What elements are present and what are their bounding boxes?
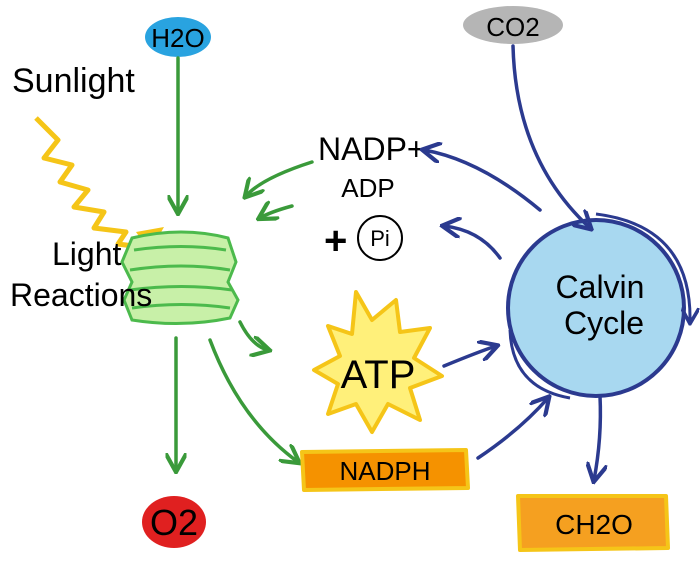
co2-node: CO2	[463, 6, 563, 44]
calvin-label-line1: Calvin	[556, 269, 645, 305]
arrow-calvin-to-ch2o	[594, 394, 600, 480]
arrow-co2-to-calvin	[511, 44, 590, 228]
arrow-light-to-atp	[238, 320, 268, 350]
calvin-label-line2: Cycle	[564, 305, 644, 341]
arrow-atp-to-calvin	[442, 346, 496, 368]
thylakoid-stack-icon	[120, 230, 240, 326]
ch2o-node: CH2O	[516, 494, 670, 552]
pi-label: Pi	[370, 226, 390, 251]
arrow-nadph-to-calvin	[476, 398, 548, 460]
o2-node: O2	[142, 496, 206, 548]
co2-label: CO2	[486, 12, 539, 42]
o2-label: O2	[150, 502, 198, 543]
arrow-calvin-to-adp	[444, 226, 502, 260]
plus-sign: +	[324, 219, 347, 263]
h2o-node: H2O	[145, 17, 211, 57]
nadp-plus-label: NADP+	[318, 131, 426, 167]
h2o-label: H2O	[151, 23, 204, 53]
green-arrows	[176, 56, 314, 470]
light-reactions-label-line2: Reactions	[10, 277, 152, 313]
calvin-cycle-node: Calvin Cycle	[506, 212, 690, 400]
adp-label: ADP	[341, 173, 394, 203]
sun-ray-icon	[34, 116, 164, 252]
light-reactions-label-line1: Light	[52, 236, 122, 272]
arrow-light-to-nadph	[208, 338, 298, 462]
sunlight-label: Sunlight	[12, 62, 135, 100]
arrow-calvin-to-nadp	[424, 150, 542, 212]
pi-node: Pi	[357, 215, 403, 261]
arrow-adp-to-light	[260, 206, 294, 218]
nadph-node: NADPH	[300, 448, 470, 492]
nadph-label: NADPH	[339, 456, 430, 486]
atp-label: ATP	[341, 353, 416, 397]
arrow-nadp-to-light	[246, 160, 314, 196]
ch2o-label: CH2O	[555, 509, 633, 540]
blue-arrows	[424, 44, 600, 480]
atp-burst-icon: ATP	[312, 290, 444, 434]
